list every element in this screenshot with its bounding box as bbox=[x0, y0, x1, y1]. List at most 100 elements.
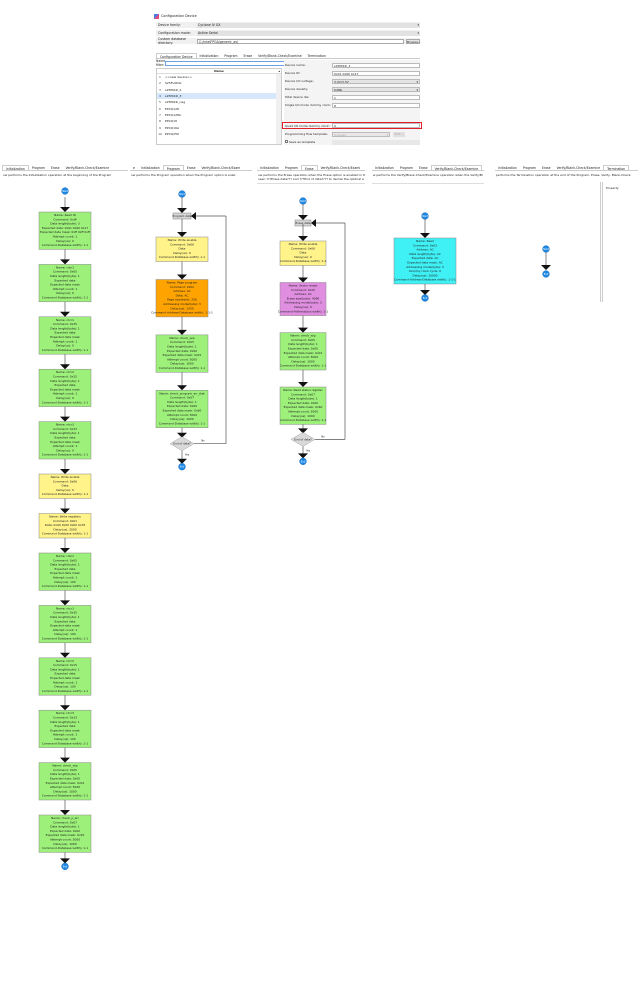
erase-data-box bbox=[294, 219, 312, 227]
tab-program[interactable]: Program bbox=[224, 54, 238, 58]
tab-initialization[interactable]: Initialization bbox=[140, 166, 160, 170]
density-select[interactable]: 64Mb▾ bbox=[332, 86, 420, 92]
dialog-tabs: Configuration Device Initialization Prog… bbox=[156, 53, 420, 59]
config-mode-select[interactable]: Active Serial▾ bbox=[197, 30, 420, 36]
start-node-label: Start bbox=[422, 215, 428, 218]
device-name-input[interactable]: s25f064l_3 bbox=[332, 62, 420, 68]
step-text: Data length(byte): 3 bbox=[50, 222, 80, 226]
end-node-label: End bbox=[301, 460, 306, 463]
step-text: Expected data bbox=[55, 724, 76, 728]
tab-initialization[interactable]: Initialization bbox=[199, 54, 219, 58]
arrow-head-icon bbox=[298, 327, 308, 333]
step-text: Attempt count: 1 bbox=[53, 628, 78, 632]
step-text: Expected data mask bbox=[50, 440, 80, 444]
tab-initialization[interactable]: Initialization bbox=[2, 165, 29, 171]
total-die-input[interactable]: 1 bbox=[332, 94, 420, 100]
save-template-checkbox[interactable]: Save as template bbox=[284, 140, 332, 144]
edit-button[interactable]: Edit... bbox=[393, 131, 405, 137]
tab-program[interactable]: Program bbox=[284, 166, 298, 170]
device-list-item[interactable]: 1<<new device>> bbox=[157, 74, 281, 80]
tab-program[interactable]: Program bbox=[522, 166, 536, 170]
flow-template-select[interactable]: Cypress▾ bbox=[332, 131, 390, 137]
tab-configuration-device[interactable]: Configuration Device bbox=[156, 53, 197, 59]
single-io-row: Single I/O mode dummy clock: 8 bbox=[284, 102, 420, 108]
tab-initialization[interactable]: Initialization bbox=[498, 166, 517, 170]
program-data-label: Program data bbox=[173, 214, 192, 218]
step-text: Expected data: 0x00 bbox=[167, 404, 197, 408]
tab-verify[interactable]: Verify/Blank-Check/Examine bbox=[430, 165, 483, 171]
init-step-box bbox=[38, 211, 92, 250]
step-text: Data length(byte): 1 bbox=[288, 342, 318, 346]
quad-io-input[interactable]: 0 bbox=[332, 123, 420, 128]
tab-erase[interactable]: Erase bbox=[300, 165, 318, 171]
step-text: Delay(us): 1000 bbox=[170, 417, 193, 421]
step-text: Attempt count: 5000 bbox=[288, 410, 318, 414]
tab-erase[interactable]: Erase bbox=[186, 166, 196, 170]
start-node bbox=[299, 197, 307, 205]
device-index: 8 bbox=[159, 119, 161, 124]
erase-description: ow performs the Erase operation when the… bbox=[258, 173, 365, 177]
step-text: Name: Sector erase bbox=[289, 284, 318, 288]
tab-termination[interactable]: Termination bbox=[603, 165, 630, 171]
scroll-up-icon[interactable]: ▴ bbox=[278, 69, 280, 73]
step-text: Command: 0x06 bbox=[291, 246, 315, 250]
step-text: Delay(us): 0 bbox=[294, 305, 312, 309]
arrow-head-icon bbox=[177, 458, 187, 464]
tab-termination[interactable]: Termination bbox=[307, 54, 326, 58]
tab-program[interactable]: Program bbox=[162, 165, 184, 171]
end-node-label: End bbox=[544, 273, 549, 276]
step-text: Data length(byte): 1 bbox=[288, 397, 318, 401]
arrow-head-icon bbox=[60, 652, 70, 658]
tab-verify[interactable]: Verify/Blank-Check/Examine bbox=[556, 166, 601, 170]
browse-button[interactable]: Browse... bbox=[406, 38, 421, 44]
step-text: Attempt count: 5000 bbox=[50, 785, 80, 789]
erase-step-box bbox=[279, 386, 327, 425]
device-id-input[interactable]: 0x01 0x60 0x17 bbox=[332, 70, 420, 76]
tab-verify[interactable]: Verify/Blank-Check/Examine bbox=[258, 54, 302, 58]
device-name-row: Device name: s25f064l_3 bbox=[284, 62, 420, 68]
step-text: Attempt count: 1 bbox=[53, 444, 78, 448]
tab-erase[interactable]: Erase bbox=[50, 166, 60, 170]
tab-verify[interactable]: Verify/Blank-Check/Exam bbox=[201, 166, 241, 170]
tab-program[interactable]: Program bbox=[31, 166, 45, 170]
step-text: Name: Read ID bbox=[54, 213, 76, 217]
step-text: Data length(byte): 1 bbox=[50, 772, 80, 776]
dialog-title: Configuration Device bbox=[161, 14, 197, 18]
tab-erase[interactable]: Erase bbox=[243, 54, 253, 58]
step-text: Expected data mask bbox=[50, 387, 80, 391]
device-list-scrollbar[interactable] bbox=[276, 74, 281, 144]
highlight-box bbox=[282, 122, 422, 129]
db-dir-input[interactable]: C:/intelFPGA/generic_as/ bbox=[197, 38, 404, 44]
step-text: Address: AC bbox=[173, 289, 190, 293]
arrow-head-icon bbox=[298, 453, 308, 459]
step-text: Command-Address-Database width): 1-1-1 bbox=[151, 311, 213, 315]
tab-verify[interactable]: Verify/Blank-Check/Exami bbox=[320, 166, 361, 170]
pane-divider[interactable] bbox=[600, 182, 601, 302]
tab-initialization[interactable]: Initialization bbox=[375, 166, 394, 170]
tab-configuration-device[interactable]: e bbox=[133, 166, 135, 170]
tab-program[interactable]: Program bbox=[399, 166, 413, 170]
step-text: Expected data mask: 0x01 bbox=[163, 353, 202, 357]
single-io-input[interactable]: 8 bbox=[332, 102, 420, 108]
io-voltage-select[interactable]: 3.0V/3.3V▾ bbox=[332, 78, 420, 84]
tab-initialization[interactable]: Initialization bbox=[260, 166, 279, 170]
step-text: Delay(us): 2000 bbox=[53, 527, 76, 531]
step-text: Command: 0x20 bbox=[291, 288, 315, 292]
tab-erase[interactable]: Erase bbox=[541, 166, 551, 170]
step-text: Command: 0x33 bbox=[53, 716, 77, 720]
tab-erase[interactable]: Erase bbox=[418, 166, 428, 170]
device-family-select[interactable]: Cyclone IV GX▾ bbox=[197, 22, 420, 28]
step-text: Data length(byte): 1 bbox=[50, 274, 80, 278]
db-dir-row: Custom database directory: C:/intelFPGA/… bbox=[156, 37, 421, 45]
tab-verify[interactable]: Verify/Blank-Check/Examine bbox=[65, 166, 110, 170]
